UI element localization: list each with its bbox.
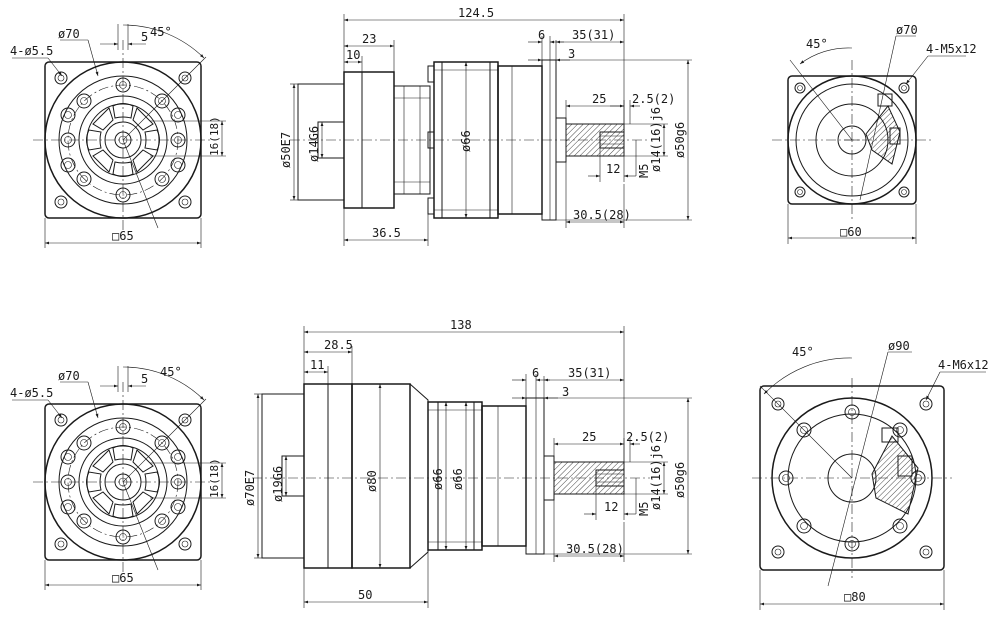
bottom-back-view: 45° ø90 4-M6x12 □80 xyxy=(751,339,989,610)
bottom-side-shaft-out-label: ø14(16)j6 xyxy=(649,445,663,510)
bottom-side-d25b-label: 2.5(2) xyxy=(626,430,669,444)
top-side-total-label: 124.5 xyxy=(458,6,494,20)
top-side-d36-label: 36.5 xyxy=(372,226,401,240)
top-side-d35-label: 35(31) xyxy=(572,28,615,42)
top-side-d10-label: 10 xyxy=(346,48,360,62)
top-side-shaft-out-label: ø14(16)j6 xyxy=(649,107,663,172)
top-front-view: 4-ø5.5 ø70 45° 5 16(18) □65 xyxy=(10,24,226,248)
top-back-angle-label: 45° xyxy=(806,37,828,51)
top-side-shaft-in-label: ø14G6 xyxy=(307,126,321,162)
top-back-pcd-label: ø70 xyxy=(896,23,918,37)
top-front-angle-label: 45° xyxy=(150,25,172,39)
bottom-side-d11-label: 11 xyxy=(310,358,324,372)
bottom-side-body1-label: ø66 xyxy=(431,468,445,490)
bottom-side-d25-label: 25 xyxy=(582,430,596,444)
top-side-d23-label: 23 xyxy=(362,32,376,46)
top-side-d25-label: 25 xyxy=(592,92,606,106)
bottom-front-angle-label: 45° xyxy=(160,365,182,379)
bottom-side-shaft-in-label: ø19G6 xyxy=(271,466,285,502)
top-side-bore-label: ø50E7 xyxy=(279,132,293,168)
bottom-side-thread-label: M5 xyxy=(637,502,651,516)
bottom-back-holes-label: 4-M6x12 xyxy=(938,358,989,372)
top-back-view: 45° ø70 4-M5x12 □60 xyxy=(771,23,977,244)
top-back-square-label: □60 xyxy=(840,225,862,239)
bottom-front-height-label: 16(18) xyxy=(208,458,221,498)
top-front-key-label: 5 xyxy=(141,30,148,44)
bottom-front-holes-label: 4-ø5.5 xyxy=(10,386,53,400)
bottom-side-pilot-label: ø50g6 xyxy=(673,462,687,498)
bottom-back-angle-label: 45° xyxy=(792,345,814,359)
bottom-side-d80-label: ø80 xyxy=(365,470,379,492)
top-side-view: 124.5 23 10 6 35(31) 3 25 2.5(2) xyxy=(279,6,692,246)
bottom-side-d3-label: 3 xyxy=(562,385,569,399)
top-front-holes-label: 4-ø5.5 xyxy=(10,44,53,58)
bottom-side-total-label: 138 xyxy=(450,318,472,332)
bottom-side-d6-label: 6 xyxy=(532,366,539,380)
top-side-thread-label: M5 xyxy=(637,164,651,178)
top-side-d30-label: 30.5(28) xyxy=(573,208,631,222)
top-side-d6-label: 6 xyxy=(538,28,545,42)
bottom-side-bore-label: ø70E7 xyxy=(243,470,257,506)
bottom-side-d30-label: 30.5(28) xyxy=(566,542,624,556)
top-front-height-label: 16(18) xyxy=(208,116,221,156)
bottom-side-d50-label: 50 xyxy=(358,588,372,602)
bottom-back-pcd-label: ø90 xyxy=(888,339,910,353)
bottom-side-body2-label: ø66 xyxy=(451,468,465,490)
top-side-d25b-label: 2.5(2) xyxy=(632,92,675,106)
bottom-back-square-label: □80 xyxy=(844,590,866,604)
top-side-d12-label: 12 xyxy=(606,162,620,176)
top-side-d3-label: 3 xyxy=(568,47,575,61)
bottom-front-square-label: □65 xyxy=(112,571,134,585)
top-back-holes-label: 4-M5x12 xyxy=(926,42,977,56)
bottom-front-pcd-label: ø70 xyxy=(58,369,80,383)
bottom-side-d12-label: 12 xyxy=(604,500,618,514)
top-side-pilot-label: ø50g6 xyxy=(673,122,687,158)
top-front-square-label: □65 xyxy=(112,229,134,243)
bottom-front-key-label: 5 xyxy=(141,372,148,386)
bottom-front-view: 4-ø5.5 ø70 45° 5 16(18) □65 xyxy=(10,365,226,590)
top-front-pcd-label: ø70 xyxy=(58,27,80,41)
bottom-side-view: 138 28.5 11 6 35(31) 3 25 2.5(2) xyxy=(243,318,692,608)
bottom-side-d35-label: 35(31) xyxy=(568,366,611,380)
bottom-side-d28-label: 28.5 xyxy=(324,338,353,352)
